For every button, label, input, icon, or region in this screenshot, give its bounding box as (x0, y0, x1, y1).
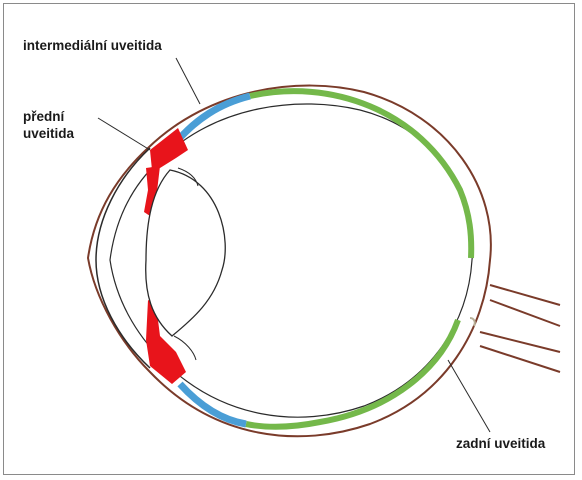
leader-intermediate (176, 58, 200, 104)
label-anterior-uveitis-line1: přední (23, 109, 64, 125)
leader-posterior (448, 360, 490, 432)
label-posterior-uveitis: zadní uveitida (456, 436, 545, 452)
lens (146, 170, 226, 336)
retina-layer (246, 91, 471, 427)
label-intermediate-uveitis: intermediální uveitida (23, 38, 162, 54)
leader-anterior (98, 118, 150, 150)
label-anterior-uveitis-line2: uveitida (23, 126, 74, 142)
cornea (96, 148, 150, 368)
